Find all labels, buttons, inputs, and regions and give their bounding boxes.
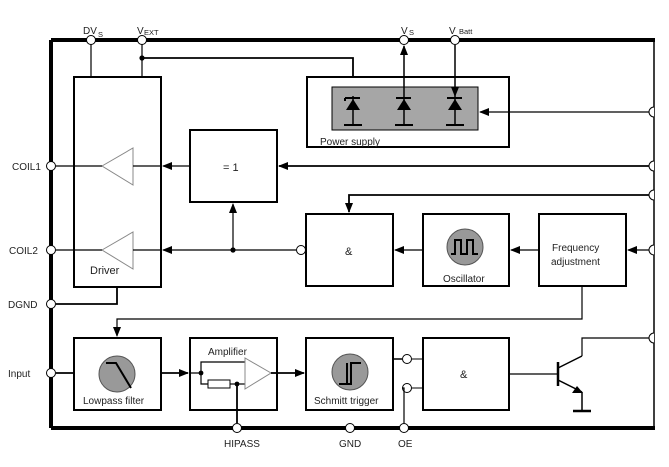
pin-coil1[interactable]: COIL1 [12,161,56,174]
diode-icon-3 [446,96,464,126]
right-pin-3[interactable] [345,189,655,213]
power-supply-block: Power supply [306,76,510,148]
diode-icon-2 [395,96,413,126]
right-pin-5[interactable] [648,332,655,344]
svg-text:Input: Input [8,369,30,380]
svg-text:Batt: Batt [459,27,473,36]
xor-block: = 1 [189,129,278,203]
pin-dvs[interactable]: DV S [83,26,103,77]
amplifier-icon [244,357,272,390]
square-wave-icon [446,228,484,266]
svg-text:HIPASS: HIPASS [224,439,260,450]
svg-text:GND: GND [339,439,361,450]
pin-hipass[interactable]: HIPASS [224,384,260,450]
xor-label: = 1 [223,162,239,174]
right-pin-2[interactable] [278,160,655,172]
resistor-icon [207,379,231,389]
oscillator-label: Oscillator [443,274,485,285]
freq-adj-label-2: adjustment [551,257,600,268]
pin-coil2[interactable]: COIL2 [9,245,56,258]
right-pin-1[interactable] [479,106,655,118]
and-lower-block: & [422,337,510,411]
pin-input[interactable]: Input [8,368,74,381]
pin-vs[interactable]: V S [399,26,415,96]
and-lower-label: & [460,369,468,381]
diode-icon-1 [344,96,362,126]
svg-text:V: V [449,26,456,37]
pin-dgnd[interactable]: DGND [8,287,118,311]
power-supply-label: Power supply [320,137,380,148]
svg-text:EXT: EXT [144,28,159,37]
svg-text:DGND: DGND [8,300,37,311]
lowpass-icon [98,355,136,393]
schmitt-label: Schmitt trigger [314,396,379,407]
oscillator-block: Oscillator [422,213,510,287]
pin-gnd[interactable]: GND [339,423,361,451]
amplifier-label: Amplifier [208,347,248,358]
amplifier-block: Amplifier [189,337,278,411]
and-upper-block: & [305,213,394,287]
svg-text:V: V [137,26,144,37]
driver-block: Driver [56,76,162,288]
svg-text:COIL1: COIL1 [12,162,41,173]
svg-text:S: S [409,28,414,37]
right-pin-4[interactable] [627,244,655,256]
schmitt-trigger-block: Schmitt trigger [305,337,394,411]
pin-oe[interactable]: OE [398,387,413,450]
lowpass-label: Lowpass filter [83,396,145,407]
lowpass-filter-block: Lowpass filter [73,337,162,411]
svg-text:OE: OE [398,439,413,450]
freq-adj-label-1: Frequency [552,243,599,254]
svg-text:COIL2: COIL2 [9,246,38,257]
svg-text:S: S [98,30,103,39]
and-upper-label: & [345,246,353,258]
svg-text:DV: DV [83,26,97,37]
transistor-icon [509,337,651,413]
frequency-adjustment-block: Frequency adjustment [538,213,627,287]
driver-label: Driver [90,265,120,277]
svg-text:V: V [401,26,408,37]
pin-vbatt[interactable]: V Batt [449,26,473,97]
